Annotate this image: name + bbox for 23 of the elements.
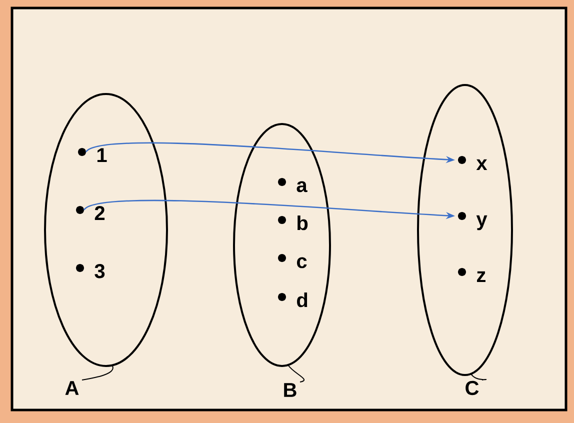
- node-label: c: [296, 257, 307, 268]
- point: 1: [78, 148, 107, 162]
- set-label: C: [466, 380, 479, 396]
- node-label: 1: [97, 148, 107, 162]
- node-label: x: [476, 159, 488, 170]
- point: a: [278, 178, 308, 192]
- node-label: a: [296, 181, 308, 192]
- point: b: [278, 216, 308, 230]
- set-label: A: [65, 381, 79, 395]
- node-label: 3: [94, 264, 105, 278]
- point: 2: [76, 206, 105, 220]
- point: z: [458, 268, 486, 282]
- node-label: 2: [94, 206, 105, 220]
- node-label: b: [298, 216, 308, 230]
- set-label: B: [284, 383, 296, 397]
- point: y: [458, 212, 488, 230]
- point: x: [458, 156, 488, 170]
- node-label: z: [476, 271, 486, 282]
- point: 3: [76, 264, 105, 278]
- point: d: [278, 292, 308, 308]
- node-label: d: [297, 292, 308, 308]
- point: c: [278, 254, 307, 268]
- node-label: y: [476, 215, 488, 230]
